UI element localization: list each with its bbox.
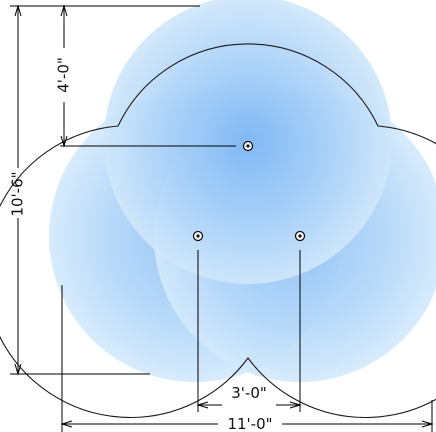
dimension-horizontal-total: 11'-0" [60,415,434,432]
sprinkler-head-icon [242,140,254,152]
dimension-label-horizontal-total: 11'-0" [227,415,272,432]
dimension-vertical-total: 10'-6" [9,4,27,376]
dimension-label-horizontal-inner: 3'-0" [231,384,267,402]
dimension-label-vertical-top: 4'-0" [55,57,73,93]
dimension-label-vertical-total: 10'-6" [9,171,27,216]
sprinkler-head-icon [192,230,204,242]
dimension-horizontal-inner: 3'-0" [196,384,302,409]
coverage-outline [0,43,436,418]
dimension-vertical-top: 4'-0" [55,4,73,148]
sprinkler-head-icon [294,230,306,242]
extension-lines [10,5,433,432]
spray-coverage-area [49,0,436,382]
